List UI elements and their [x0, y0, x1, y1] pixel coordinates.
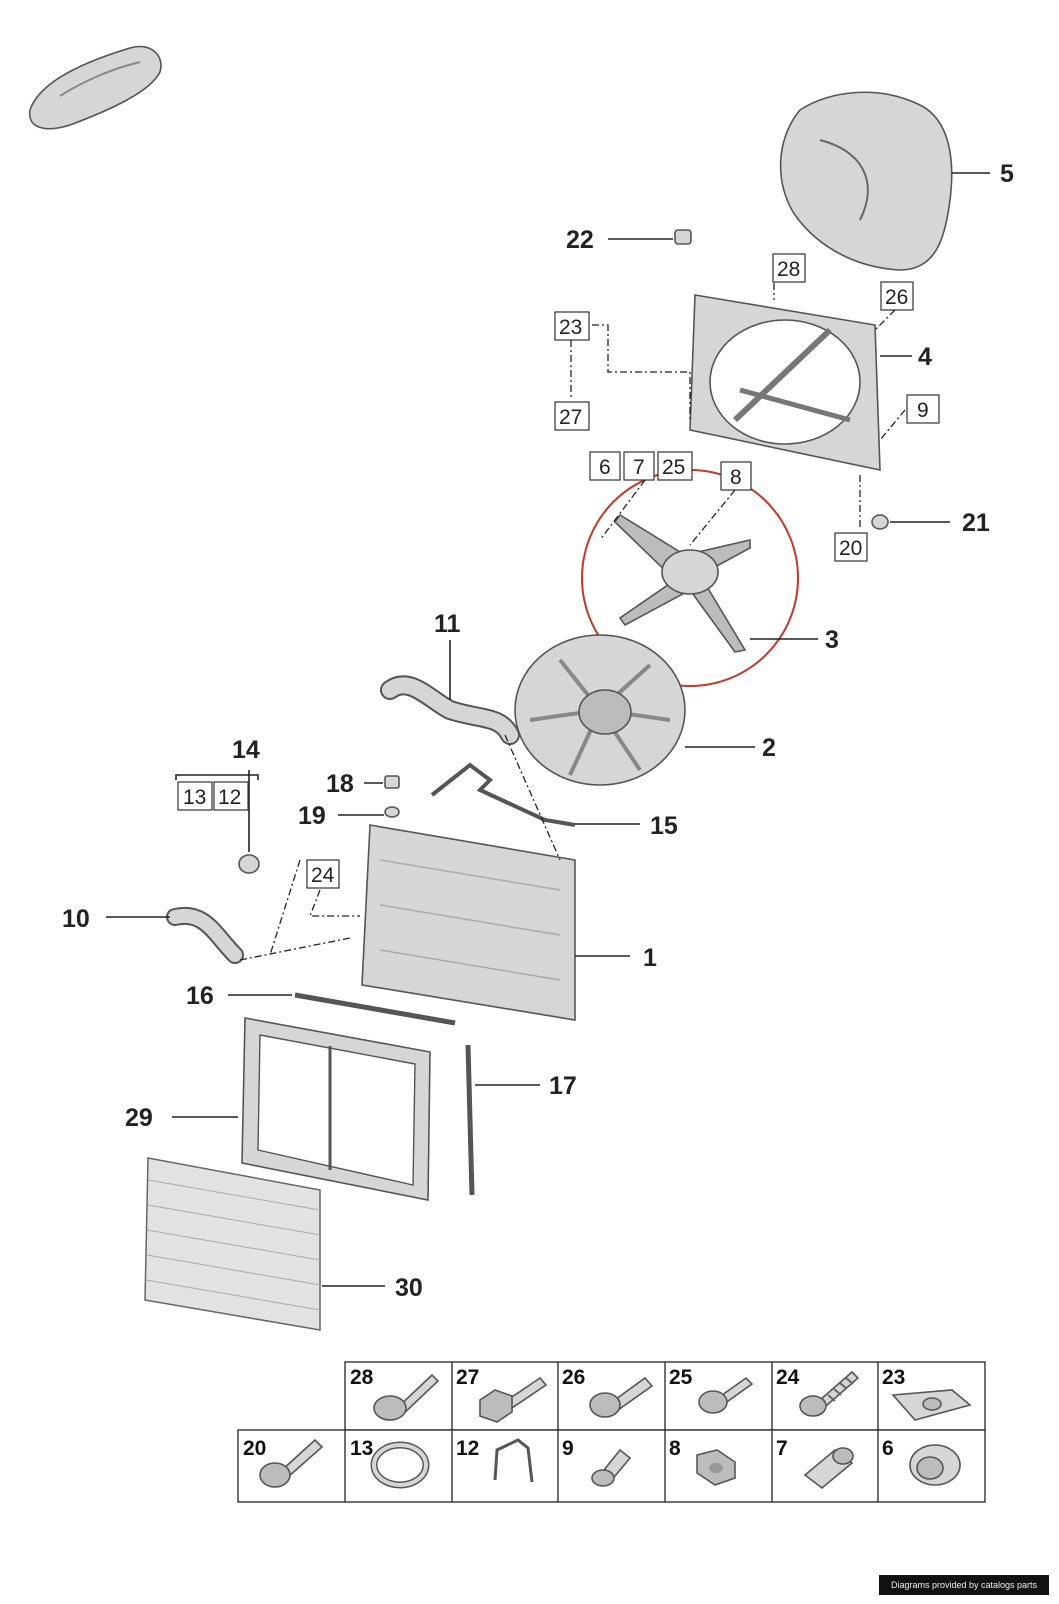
callout-15: 15: [650, 812, 678, 840]
box-20: 20: [839, 537, 862, 560]
bolt-26-icon: [589, 1376, 654, 1418]
callout-16: 16: [186, 982, 214, 1010]
grid-label-13: 13: [350, 1437, 373, 1460]
callout-labels: 5 22 4 21 3 11 2 14 18 19 15 10 1 16 17 …: [62, 160, 1014, 1302]
callout-21: 21: [962, 509, 990, 537]
part-16-seal-strip: [294, 992, 456, 1026]
callout-29: 29: [125, 1104, 153, 1132]
push-rivet-9-icon: [591, 1448, 632, 1487]
part-29-frame: [241, 1017, 431, 1201]
boxed-reference-labels: 28 26 23 27 9 6 7 25 8 20 13 12 24: [177, 253, 940, 889]
callout-11: 11: [434, 610, 461, 638]
callout-17: 17: [549, 1072, 577, 1100]
grid-label-20: 20: [243, 1437, 266, 1460]
part-19-grommet: [384, 806, 400, 818]
box-23: 23: [559, 316, 582, 339]
part-5-shroud: [779, 91, 953, 271]
part-14-cap: [238, 854, 260, 874]
box-6: 6: [599, 456, 611, 479]
bolt-28-icon: [373, 1373, 440, 1421]
part-3-fan-bracket: [613, 513, 751, 653]
grid-label-25: 25: [669, 1366, 693, 1389]
screw-24-icon: [799, 1370, 860, 1417]
bracket-12-icon: [493, 1438, 534, 1483]
callout-10: 10: [62, 905, 90, 933]
diagram-credit-footer: Diagrams provided by catalogs parts: [879, 1575, 1049, 1595]
callout-2: 2: [762, 734, 776, 762]
part-21-nut: [871, 514, 889, 530]
callout-5: 5: [1000, 160, 1014, 188]
callout-22: 22: [566, 226, 594, 254]
box-25: 25: [662, 456, 685, 479]
box-9: 9: [917, 399, 929, 422]
vehicle-thumbnail-icon: [29, 45, 162, 130]
box-28: 28: [777, 258, 800, 281]
bolt-27-icon: [479, 1376, 548, 1423]
grid-label-8: 8: [669, 1437, 681, 1460]
grid-label-23: 23: [882, 1366, 905, 1389]
nut-8-icon: [696, 1449, 736, 1486]
fastener-grid: 28 27 26 25 24 23 20 13 12 9 8 7 6: [237, 1361, 986, 1503]
part-11-hose: [380, 675, 520, 745]
box-27: 27: [559, 406, 582, 429]
box-7: 7: [633, 456, 645, 479]
part-10-hose: [166, 906, 244, 964]
bolt-20-icon: [259, 1438, 324, 1488]
grid-label-9: 9: [562, 1437, 574, 1460]
grid-label-12: 12: [456, 1437, 479, 1460]
grid-label-26: 26: [562, 1366, 585, 1389]
callout-30: 30: [395, 1274, 423, 1302]
grid-label-7: 7: [776, 1437, 788, 1460]
part-30-mesh: [144, 1157, 321, 1331]
sleeve-7-icon: [803, 1447, 854, 1490]
callout-14: 14: [232, 736, 260, 764]
callout-1: 1: [643, 944, 657, 972]
clip-nut-23-icon: [891, 1389, 972, 1421]
part-17-seal: [465, 1044, 475, 1196]
bolt-25-icon: [698, 1376, 754, 1414]
callout-3: 3: [825, 626, 839, 654]
box-13: 13: [183, 786, 206, 809]
grommet-6-icon: [909, 1444, 961, 1486]
box-24: 24: [311, 864, 335, 887]
part-22-clip: [674, 229, 692, 245]
part-1-radiator: [361, 824, 576, 1021]
callout-4: 4: [918, 343, 932, 371]
part-2-fan-wheel: [514, 634, 686, 786]
box-8: 8: [730, 466, 742, 489]
grid-label-24: 24: [776, 1366, 800, 1389]
grid-label-28: 28: [350, 1366, 374, 1389]
box-12: 12: [218, 786, 241, 809]
grid-label-6: 6: [882, 1437, 894, 1460]
callout-19: 19: [298, 802, 326, 830]
part-4-fan-frame: [689, 294, 881, 471]
hose-clamp-13-icon: [370, 1441, 430, 1489]
grid-label-27: 27: [456, 1366, 479, 1389]
part-18-clip: [384, 775, 400, 789]
callout-18: 18: [326, 770, 354, 798]
part-15-pipe: [430, 762, 576, 827]
box-26: 26: [885, 286, 908, 309]
